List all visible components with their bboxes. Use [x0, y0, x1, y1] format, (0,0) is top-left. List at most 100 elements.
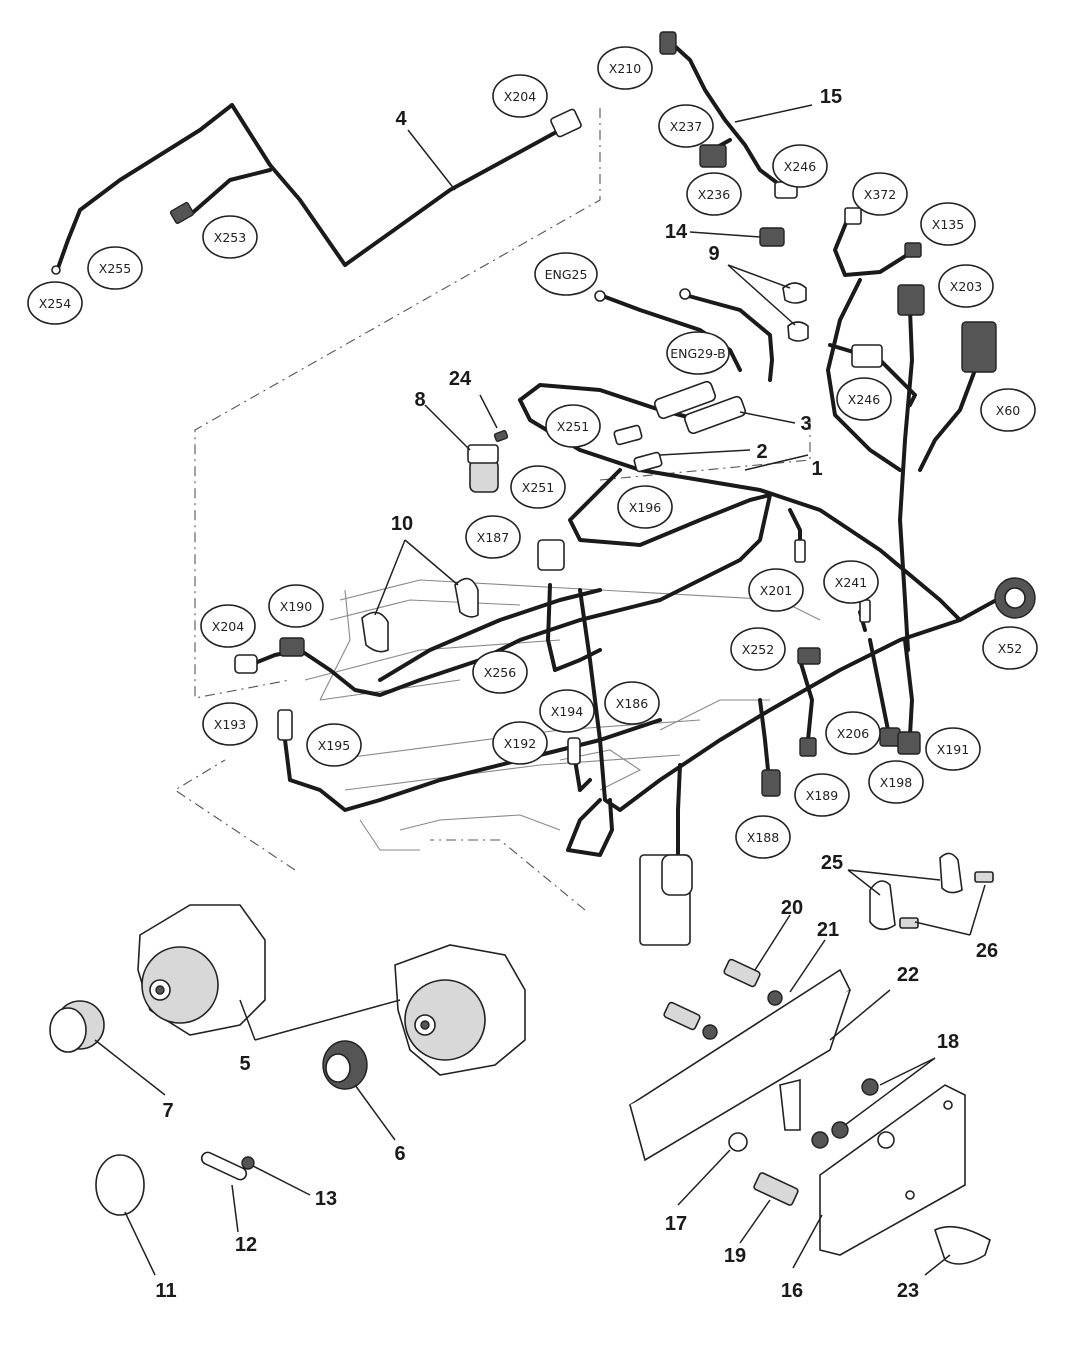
- clip-10a: [454, 577, 479, 618]
- terminal-x241: [794, 539, 806, 563]
- callout-24: 24: [449, 368, 472, 390]
- callout-numbers: 1 2 3 4 5 6 7 8 9 10 11 12 13 14 15 16 1…: [155, 86, 998, 1302]
- callout-19: 19: [724, 1245, 746, 1267]
- label-x52: X52: [998, 641, 1022, 656]
- callout-26: 26: [976, 940, 998, 962]
- label-x203: X203: [950, 279, 982, 294]
- callout-3: 3: [800, 413, 811, 435]
- label-x198: X198: [880, 775, 912, 790]
- label-x236: X236: [698, 187, 730, 202]
- harness-right: [826, 207, 997, 652]
- callout-23: 23: [897, 1280, 919, 1302]
- bubble-x246-top: X246: [772, 144, 828, 188]
- label-x255: X255: [99, 261, 131, 276]
- connector-x253-plug: [169, 201, 195, 225]
- bubble-x203: X203: [938, 264, 994, 308]
- label-x204-left: X204: [212, 619, 244, 634]
- connector-x203-plug: [897, 284, 925, 316]
- connector-x188-plug: [761, 769, 781, 797]
- bubble-x252: X252: [730, 627, 786, 671]
- fuse-2a: [613, 424, 643, 446]
- callout-15: 15: [820, 86, 842, 108]
- fuse-holder-3a: [653, 380, 717, 420]
- callout-20: 20: [781, 897, 803, 919]
- bubble-x251-b: X251: [510, 465, 566, 509]
- callout-10: 10: [391, 513, 413, 535]
- nut-13: [241, 1156, 255, 1170]
- label-x201: X201: [760, 583, 792, 598]
- label-x256: X256: [484, 665, 516, 680]
- cap-11: [95, 1154, 145, 1216]
- label-x251-b: X251: [522, 480, 554, 495]
- bubble-x256: X256: [472, 650, 528, 694]
- fuse-holder-3b: [683, 395, 747, 435]
- label-x192: X192: [504, 736, 536, 751]
- clip-9b: [787, 321, 809, 342]
- connector-x204-left-plug: [234, 654, 258, 674]
- bracket-22: [628, 968, 852, 1162]
- bubble-x191: X191: [925, 727, 981, 771]
- bubble-eng25: ENG25: [534, 252, 598, 296]
- bubble-x254: X254: [27, 281, 83, 325]
- connector-x190-plug: [279, 637, 305, 657]
- hardware: [663, 852, 994, 1265]
- main-harness: [234, 493, 1036, 946]
- callout-16: 16: [781, 1280, 803, 1302]
- pulley-7: [49, 1000, 105, 1053]
- connector-x252-plug: [797, 647, 821, 665]
- callout-22: 22: [897, 964, 919, 986]
- bubble-x60: X60: [980, 388, 1036, 432]
- callout-11: 11: [155, 1280, 176, 1302]
- label-x193: X193: [214, 717, 246, 732]
- label-x251-a: X251: [557, 419, 589, 434]
- label-x195: X195: [318, 738, 350, 753]
- screw-24: [493, 430, 509, 442]
- connector-x189-plug: [799, 737, 817, 757]
- callout-5: 5: [239, 1053, 250, 1075]
- callout-25: 25: [821, 852, 843, 874]
- bubble-x190: X190: [268, 584, 324, 628]
- callout-14: 14: [665, 221, 688, 243]
- label-x210: X210: [609, 61, 641, 76]
- callout-12: 12: [235, 1234, 257, 1256]
- alternator-5a: [137, 904, 266, 1036]
- bubble-x241: X241: [823, 560, 879, 604]
- bubble-x192: X192: [492, 721, 548, 765]
- bubble-x255: X255: [87, 246, 143, 290]
- callout-6: 6: [394, 1143, 405, 1165]
- callout-8: 8: [414, 389, 425, 411]
- label-x241: X241: [835, 575, 867, 590]
- label-x237: X237: [670, 119, 702, 134]
- bubble-x201: X201: [748, 568, 804, 612]
- pulley-6: [322, 1040, 368, 1090]
- connector-bubbles: X210 X204 X237 X246 X236 X372 X135 X253: [27, 46, 1038, 859]
- bubble-x236: X236: [686, 172, 742, 216]
- label-eng29b: ENG29-B: [670, 346, 725, 361]
- connector-x135-plug: [904, 242, 922, 258]
- label-eng25: ENG25: [545, 267, 588, 282]
- label-x246-mid: X246: [848, 392, 880, 407]
- sensor-x187: [537, 539, 565, 571]
- connector-x204-plug: [550, 108, 582, 138]
- label-x194: X194: [551, 704, 583, 719]
- callout-2: 2: [756, 441, 767, 463]
- pin-12: [200, 1151, 248, 1181]
- bubble-x194: X194: [539, 689, 595, 733]
- label-x196: X196: [629, 500, 661, 515]
- label-x187: X187: [477, 530, 509, 545]
- bubble-x246-mid: X246: [836, 377, 892, 421]
- bubble-x204-left: X204: [200, 604, 256, 648]
- terminal-x254: [51, 265, 61, 275]
- bubble-x52: X52: [982, 626, 1038, 670]
- label-x186: X186: [616, 696, 648, 711]
- label-x372: X372: [864, 187, 896, 202]
- relay-8: [467, 444, 499, 493]
- connector-x60-plug: [961, 321, 997, 373]
- alternator-5b: [394, 944, 526, 1076]
- bubble-x210: X210: [597, 46, 653, 90]
- bubble-x237: X237: [658, 104, 714, 148]
- callout-1: 1: [811, 458, 822, 480]
- callout-21: 21: [817, 919, 839, 941]
